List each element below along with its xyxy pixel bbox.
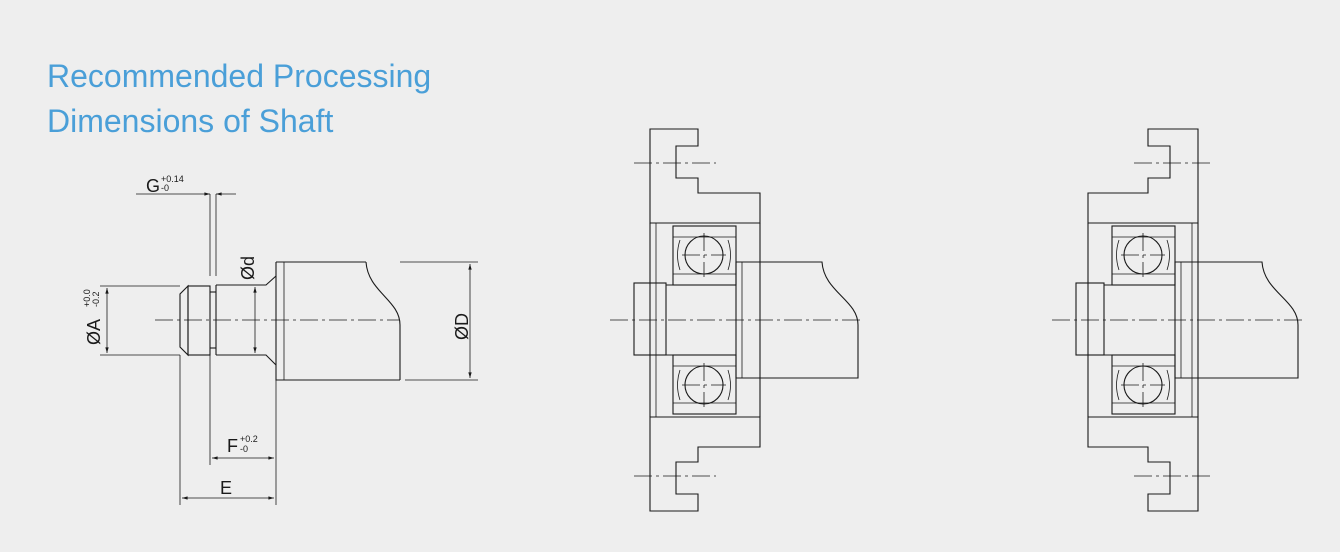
bearing-lower: [1111, 354, 1176, 415]
shaft-tip-chamfer: [179, 284, 189, 357]
page-title: Recommended Processing Dimensions of Sha…: [47, 54, 431, 144]
bearing-lower: [672, 354, 737, 415]
shaft-body: [275, 261, 400, 381]
e-label: E: [220, 478, 232, 498]
housing-bottom-section: [649, 416, 761, 512]
bearing-seat: [216, 275, 277, 366]
shaft-body: [1174, 261, 1299, 379]
a-label: ØA: [84, 319, 104, 345]
assembly-view-1: [610, 128, 862, 512]
title-line-2: Dimensions of Shaft: [47, 103, 334, 139]
shaft-tip: [187, 285, 211, 356]
housing-top-section: [1087, 128, 1199, 224]
shaft-break: [365, 261, 401, 380]
shaft-tip: [1075, 282, 1105, 356]
big-d-label: ØD: [452, 313, 472, 340]
shaft-tip: [633, 282, 667, 356]
housing-top-section: [649, 128, 761, 224]
shaft-drawing: G +0.14 -0 Ød ØA +0.0 -0.2 ØD F +0.2 -0 …: [82, 174, 478, 505]
bearing-upper: [672, 225, 737, 286]
g-tol-upper: +0.14: [161, 174, 184, 184]
g-tol-lower: -0: [161, 183, 169, 193]
a-tol-lower: -0.2: [91, 291, 101, 307]
a-tol-upper: +0.0: [82, 289, 92, 307]
d-label: Ød: [238, 256, 258, 280]
g-label: G: [146, 176, 160, 196]
bearing-upper: [1111, 225, 1176, 286]
title-line-1: Recommended Processing: [47, 58, 432, 94]
shaft-body: [735, 261, 859, 379]
f-tol-lower: -0: [240, 444, 248, 454]
housing-bottom-section: [1087, 416, 1199, 512]
f-label: F: [227, 436, 238, 456]
f-tol-upper: +0.2: [240, 434, 258, 444]
assembly-view-2: [1052, 128, 1302, 512]
